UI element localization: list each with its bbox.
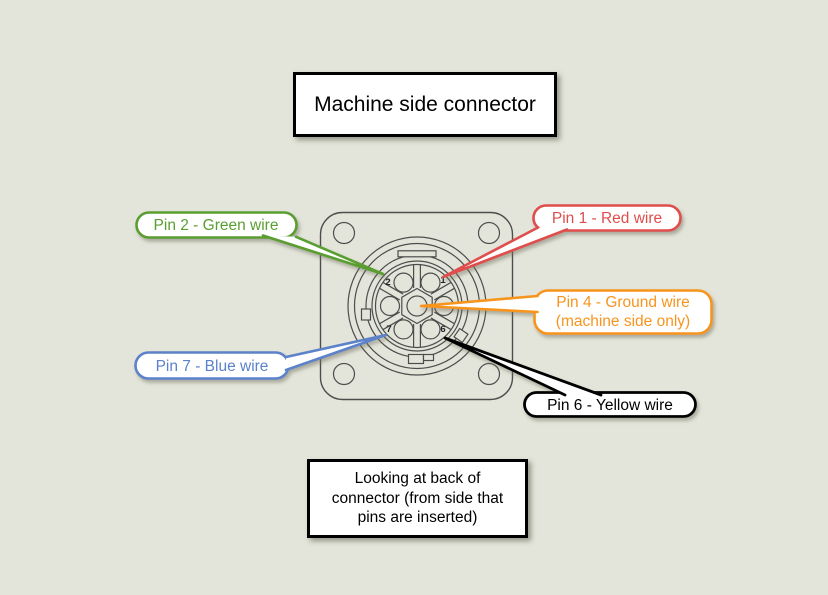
callout-pin7-label: Pin 7 - Blue wire [156, 358, 269, 375]
pin-1-number: 1 [440, 275, 446, 286]
key-tab-bottom [407, 353, 425, 365]
callout-pin4-label-line1: Pin 4 - Ground wire [556, 294, 690, 311]
pin-2-number: 2 [385, 277, 390, 288]
callout-pin1-bubble [532, 204, 682, 232]
pin-6-hole [420, 319, 441, 340]
callout-pin4-label-line2: (machine side only) [556, 313, 690, 330]
title-box: Machine side connector [293, 72, 557, 137]
mounting-hole-bottom-right [477, 362, 501, 386]
callout-pin6-bubble [523, 391, 697, 418]
pin-3-hole [379, 295, 401, 317]
callout-pin2-pointer [261, 234, 385, 276]
pin-2-hole [393, 272, 414, 293]
callout-pin2-label: Pin 2 - Green wire [154, 217, 279, 234]
callout-pin6-pointer [443, 336, 603, 397]
insert-web [379, 265, 455, 347]
center-web-hex [401, 287, 433, 325]
note-line-3: pins are inserted) [357, 509, 478, 527]
key-tab-left [360, 308, 372, 321]
page-title: Machine side connector [314, 92, 536, 116]
callout-pin4-pointer [419, 294, 539, 314]
key-tab-bottom-step [422, 353, 435, 362]
note-line-1: Looking at back of [354, 470, 481, 488]
pin-1-hole [420, 272, 441, 293]
pin-7-number: 7 [386, 324, 391, 335]
mounting-hole-top-left [332, 221, 356, 245]
mounting-hole-top-right [477, 221, 501, 245]
key-tab-lower-right [453, 327, 469, 344]
callout-pin6-label: Pin 6 - Yellow wire [547, 397, 673, 414]
note-box: Looking at back of connector (from side … [307, 459, 528, 538]
key-tab-top [397, 250, 437, 258]
mounting-hole-bottom-left [332, 362, 356, 386]
pin-7-hole [393, 319, 414, 340]
callout-pin2-bubble [135, 211, 298, 239]
callout-pin7-pointer [284, 333, 388, 372]
pin-6-number: 6 [440, 324, 445, 335]
callout-pin1-label: Pin 1 - Red wire [552, 210, 662, 227]
note-line-2: connector (from side that [331, 489, 504, 507]
callout-pin1-pointer [441, 226, 569, 279]
